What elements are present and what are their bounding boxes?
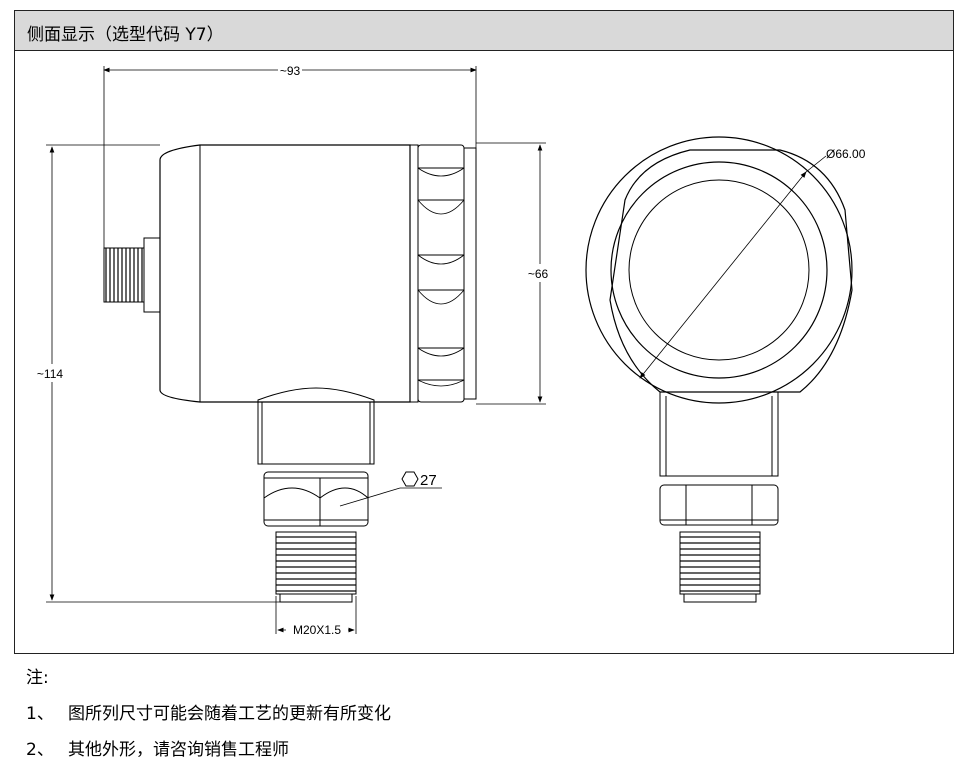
dim-thread: M20X1.5	[293, 623, 341, 637]
note-number: 1、	[26, 704, 54, 724]
section-header: 侧面显示（选型代码 Y7）	[15, 11, 953, 51]
hex-symbol-icon	[401, 471, 419, 487]
dim-height-right: ~66	[528, 267, 549, 281]
notes-label: 注:	[26, 668, 49, 688]
note-item: 2、其他外形，请咨询销售工程师	[26, 732, 391, 768]
note-number: 2、	[26, 740, 54, 760]
notes-section: 注: 1、图所列尺寸可能会随着工艺的更新有所变化 2、其他外形，请咨询销售工程师	[26, 660, 391, 768]
note-text: 其他外形，请咨询销售工程师	[68, 740, 289, 760]
dim-diameter: Ø66.00	[826, 147, 866, 161]
side-view	[103, 144, 477, 603]
drawing-frame: 侧面显示（选型代码 Y7）	[14, 10, 954, 654]
section-title: 侧面显示（选型代码 Y7）	[27, 25, 224, 45]
technical-drawing: ~93 ~66 ~114 M20X1.5 27 Ø66.00	[36, 64, 866, 637]
note-text: 图所列尺寸可能会随着工艺的更新有所变化	[68, 704, 391, 724]
note-item: 1、图所列尺寸可能会随着工艺的更新有所变化	[26, 696, 391, 732]
dim-height-left: ~114	[37, 367, 63, 381]
dim-hex: 27	[420, 472, 437, 489]
front-view	[585, 136, 853, 603]
dim-width-top: ~93	[280, 64, 301, 78]
